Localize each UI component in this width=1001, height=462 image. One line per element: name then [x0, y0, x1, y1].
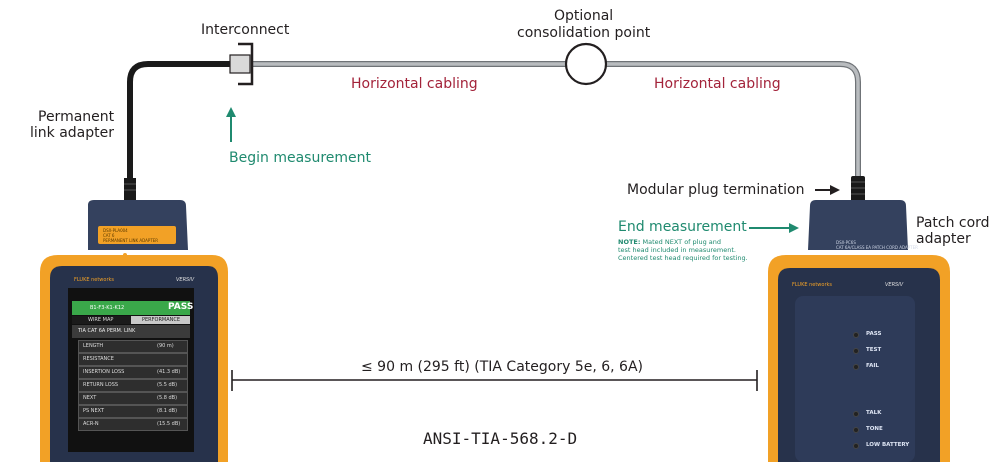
- result-row: NEXT(5.8 dB): [78, 392, 188, 405]
- low-battery-led-label: LOW BATTERY: [866, 442, 910, 448]
- left-standard-row: TIA CAT 6A PERM. LINK: [78, 328, 136, 334]
- tone-led-label: TONE: [866, 426, 883, 432]
- left-tab-performance: PERFORMANCE: [142, 317, 181, 323]
- test-led: [853, 348, 859, 354]
- modular-plug-arrow: [815, 185, 840, 195]
- result-row: RESISTANCE: [78, 353, 188, 366]
- modular-plug: [851, 176, 865, 202]
- tone-led: [853, 427, 859, 433]
- horizontal-cabling-right-label: Horizontal cabling: [654, 76, 781, 92]
- modular-plug-label: Modular plug termination: [627, 182, 805, 198]
- begin-measurement-arrow: [226, 107, 236, 142]
- optional-label: Optional: [554, 8, 614, 24]
- result-row: INSERTION LOSS(41.3 dB): [78, 366, 188, 379]
- patch-cord-label-line2: adapter: [916, 231, 971, 247]
- result-row: LENGTH(90 m): [78, 340, 188, 353]
- end-measurement-arrow: [749, 223, 799, 233]
- right-brand-logo: FLUKE networks: [792, 282, 833, 288]
- distance-dimension: [231, 370, 758, 391]
- left-model-label: VERSIV: [176, 277, 195, 283]
- patch-cord-label-line1: Patch cord: [916, 215, 990, 231]
- begin-measurement-label: Begin measurement: [229, 150, 371, 166]
- distance-label: ≤ 90 m (295 ft) (TIA Category 5e, 6, 6A): [361, 359, 643, 375]
- consolidation-point-label: consolidation point: [517, 25, 651, 41]
- result-row: ACR-N(15.5 dB): [78, 418, 188, 431]
- left-brand-logo: FLUKE networks: [74, 277, 115, 283]
- measurement-note: NOTE: Mated NEXT of plug and test head i…: [618, 238, 748, 262]
- horizontal-cabling-left-label: Horizontal cabling: [351, 76, 478, 92]
- pass-led: [853, 332, 859, 338]
- test-led-label: TEST: [866, 347, 882, 353]
- interconnect-connector: [229, 42, 254, 86]
- left-tab-wire-map: WIRE MAP: [88, 317, 114, 323]
- permanent-link-cable: [127, 61, 236, 205]
- talk-led-label: TALK: [866, 410, 882, 416]
- end-measurement-label: End measurement: [618, 219, 747, 235]
- low-battery-led: [853, 443, 859, 449]
- result-row: RETURN LOSS(5.5 dB): [78, 379, 188, 392]
- left-result-id: B1-F3-K1-K12: [90, 305, 125, 311]
- result-row: PS NEXT(8.1 dB): [78, 405, 188, 418]
- left-adapter-label: DSX-PLA004 CAT 6 PERMANENT LINK ADAPTER: [103, 228, 159, 243]
- permanent-link-label-line2: link adapter: [30, 125, 114, 141]
- standard-label: ANSI-TIA-568.2-D: [423, 429, 578, 448]
- fail-led: [853, 364, 859, 370]
- right-model-label: VERSIV: [885, 282, 904, 288]
- pass-led-label: PASS: [866, 331, 882, 337]
- talk-led: [853, 411, 859, 417]
- right-adapter-label: DSX-PC6S CAT 6A/CLASS EA PATCH CORD ADAP…: [836, 240, 918, 250]
- patch-cord-tester: [768, 200, 950, 462]
- left-result-pass: PASS: [168, 302, 194, 312]
- interconnect-label: Interconnect: [201, 22, 290, 38]
- fail-led-label: FAIL: [866, 363, 879, 369]
- permanent-link-label-line1: Permanent: [38, 109, 115, 125]
- consolidation-point-circle: [564, 42, 608, 86]
